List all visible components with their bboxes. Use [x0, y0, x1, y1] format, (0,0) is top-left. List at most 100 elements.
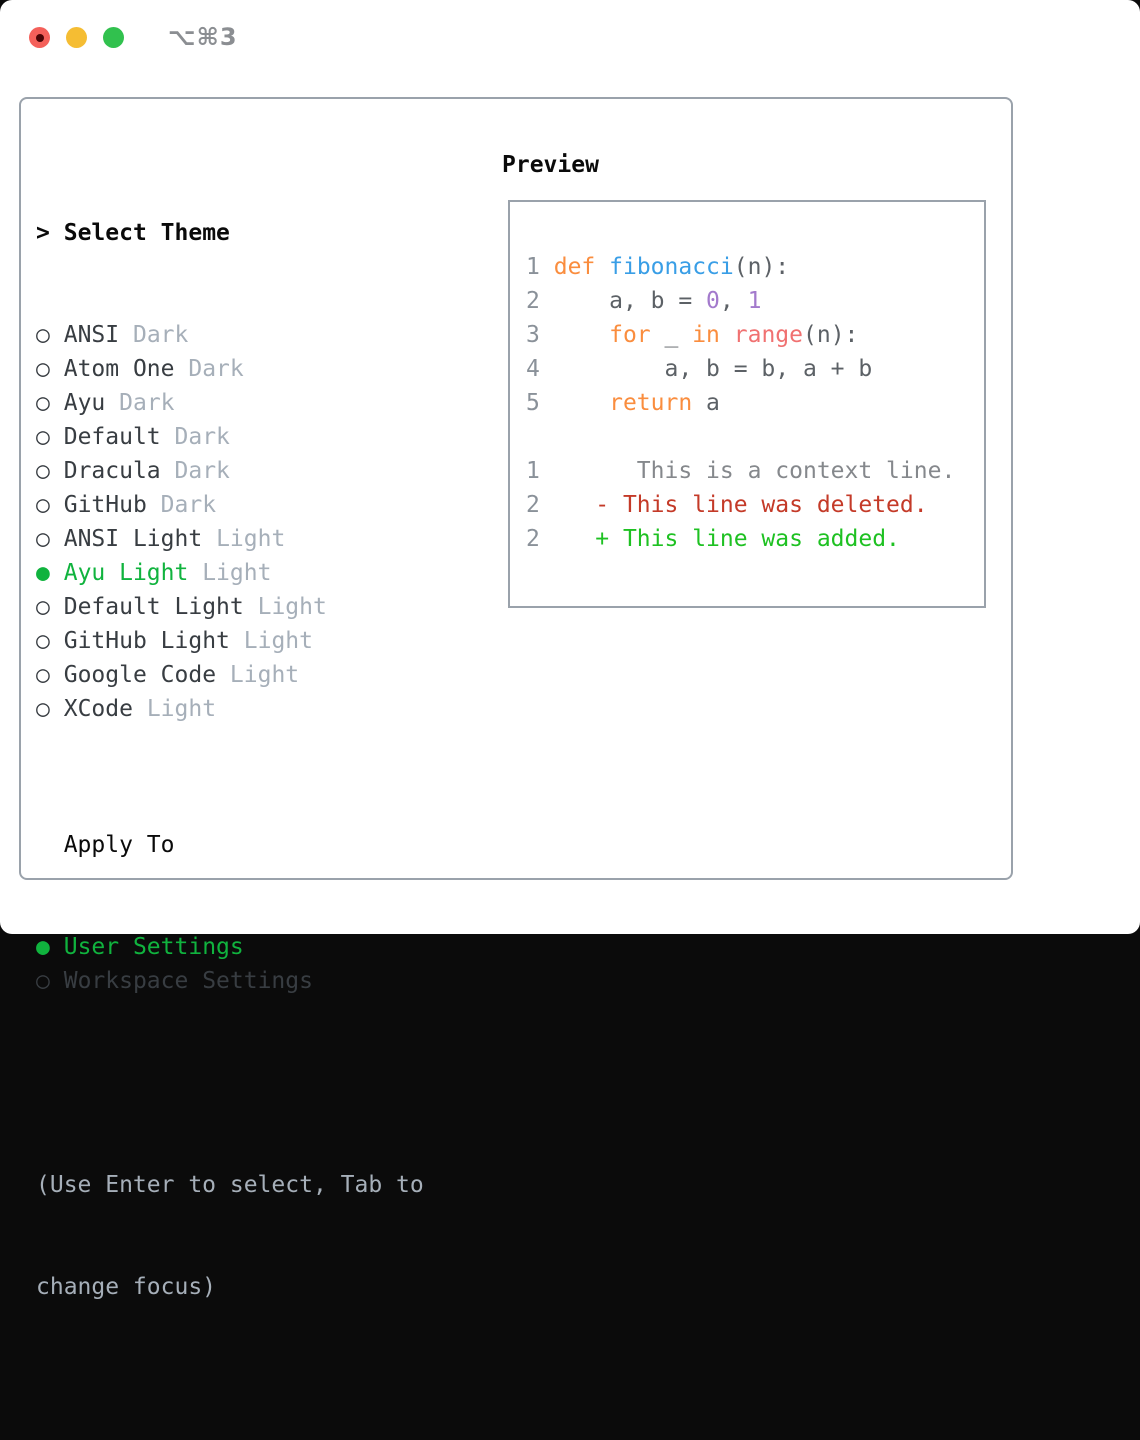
code-token-builtin: range — [733, 322, 804, 348]
radio-unselected-icon: ○ — [36, 696, 50, 722]
option-label: ANSI Light — [63, 526, 203, 552]
focus-caret: > — [36, 220, 50, 246]
radio-unselected-icon: ○ — [36, 492, 50, 518]
radio-selected-icon: ● — [36, 560, 50, 586]
code-token-plain: a, b = b, a + b — [553, 356, 873, 382]
window-shortcut-label: ⌥⌘3 — [168, 23, 238, 51]
code-token-plain — [720, 322, 734, 348]
code-token-plain: (n): — [803, 322, 859, 348]
theme-variant-badge: Dark — [188, 356, 244, 382]
radio-unselected-icon: ○ — [36, 322, 50, 348]
radio-unselected-icon: ○ — [36, 390, 50, 416]
apply-option-workspace-settings[interactable]: ○ Workspace Settings — [36, 964, 424, 998]
option-label: Atom One — [63, 356, 175, 382]
code-token-plain: (n): — [733, 254, 790, 280]
preview-header: Preview — [502, 152, 599, 178]
theme-option-default-light[interactable]: ○ Default Light Light — [36, 590, 424, 624]
radio-unselected-icon: ○ — [36, 424, 50, 450]
theme-option-github-light[interactable]: ○ GitHub Light Light — [36, 624, 424, 658]
line-number: 3 — [526, 322, 540, 348]
option-label: Google Code — [63, 662, 217, 688]
code-token-keyword: def — [553, 254, 596, 280]
code-line: 3 for _ in range(n): — [526, 318, 984, 352]
theme-option-dracula[interactable]: ○ Dracula Dark — [36, 454, 424, 488]
code-line: 2 - This line was deleted. — [526, 488, 984, 522]
close-window-button[interactable] — [29, 27, 50, 48]
theme-variant-badge: Dark — [174, 458, 230, 484]
code-token-added: + This line was added. — [553, 526, 900, 552]
radio-unselected-icon: ○ — [36, 458, 50, 484]
code-line: 5 return a — [526, 386, 984, 420]
radio-unselected-icon: ○ — [36, 968, 50, 994]
theme-option-ayu[interactable]: ○ Ayu Dark — [36, 386, 424, 420]
code-line: 4 a, b = b, a + b — [526, 352, 984, 386]
code-token-plain — [554, 390, 609, 416]
theme-option-ansi-light[interactable]: ○ ANSI Light Light — [36, 522, 424, 556]
apply-to-header: Apply To — [36, 828, 424, 862]
line-number: 1 — [526, 254, 540, 280]
code-token-plain — [554, 322, 609, 348]
theme-option-github[interactable]: ○ GitHub Dark — [36, 488, 424, 522]
apply-to-title: Apply To — [63, 832, 175, 858]
theme-picker-column: > Select Theme ○ ANSI Dark○ Atom One Dar… — [36, 148, 424, 1440]
radio-unselected-icon: ○ — [36, 628, 50, 654]
code-token-plain: a — [692, 390, 720, 416]
code-token-plain: , — [719, 288, 748, 314]
window-titlebar: ⌥⌘3 — [0, 0, 1140, 76]
theme-variant-badge: Dark — [174, 424, 230, 450]
theme-list: ○ ANSI Dark○ Atom One Dark○ Ayu Dark○ De… — [36, 318, 424, 726]
apply-option-user-settings[interactable]: ● User Settings — [36, 930, 424, 964]
theme-variant-badge: Light — [216, 526, 286, 552]
theme-variant-badge: Light — [229, 662, 300, 688]
code-token-plain: a, b = — [553, 288, 707, 314]
app-window: ⌥⌘3 > Select Theme ○ ANSI Dark○ Atom One… — [0, 0, 1140, 1300]
line-number: 5 — [526, 390, 540, 416]
option-label: Ayu Light — [63, 560, 189, 586]
zoom-window-button[interactable] — [103, 27, 124, 48]
theme-option-google-code[interactable]: ○ Google Code Light — [36, 658, 424, 692]
help-text: (Use Enter to select, Tab to change focu… — [36, 1100, 424, 1372]
code-token-keyword: for — [609, 322, 651, 348]
option-label: Dracula — [63, 458, 161, 484]
option-label: Workspace Settings — [63, 968, 313, 994]
theme-option-xcode[interactable]: ○ XCode Light — [36, 692, 424, 726]
code-token-plain — [595, 254, 609, 280]
theme-option-default[interactable]: ○ Default Dark — [36, 420, 424, 454]
minimize-window-button[interactable] — [66, 27, 87, 48]
option-label: ANSI — [63, 322, 120, 348]
option-label: User Settings — [63, 934, 244, 960]
line-number: 1 — [526, 458, 540, 484]
radio-unselected-icon: ○ — [36, 356, 50, 382]
theme-variant-badge: Dark — [160, 492, 217, 518]
theme-option-ansi[interactable]: ○ ANSI Dark — [36, 318, 424, 352]
option-label: Default — [63, 424, 161, 450]
apply-to-list: ● User Settings○ Workspace Settings — [36, 930, 424, 998]
code-token-number: 0 — [706, 288, 720, 314]
code-line: 1 This is a context line. — [526, 454, 984, 488]
traffic-lights — [29, 27, 124, 48]
option-label: GitHub — [63, 492, 147, 518]
select-theme-header: > Select Theme — [36, 216, 424, 250]
theme-variant-badge: Light — [202, 560, 272, 586]
theme-variant-badge: Light — [243, 628, 313, 654]
code-line: 2 + This line was added. — [526, 522, 984, 556]
option-label: GitHub Light — [63, 628, 230, 654]
theme-variant-badge: Dark — [132, 322, 189, 348]
theme-variant-badge: Light — [257, 594, 327, 620]
code-line — [526, 420, 984, 454]
code-token-plain: _ — [650, 322, 693, 348]
theme-variant-badge: Dark — [119, 390, 175, 416]
option-label: XCode — [63, 696, 133, 722]
code-line: 1 def fibonacci(n): — [526, 250, 984, 284]
code-token-function: fibonacci — [609, 254, 734, 280]
code-token-context: This is a context line. — [553, 458, 956, 484]
option-label: Ayu — [63, 390, 106, 416]
theme-option-atom-one[interactable]: ○ Atom One Dark — [36, 352, 424, 386]
code-token-keyword: in — [692, 322, 720, 348]
line-number: 2 — [526, 288, 540, 314]
code-line: 2 a, b = 0, 1 — [526, 284, 984, 318]
code-token-number: 1 — [747, 288, 762, 314]
theme-option-ayu-light[interactable]: ● Ayu Light Light — [36, 556, 424, 590]
